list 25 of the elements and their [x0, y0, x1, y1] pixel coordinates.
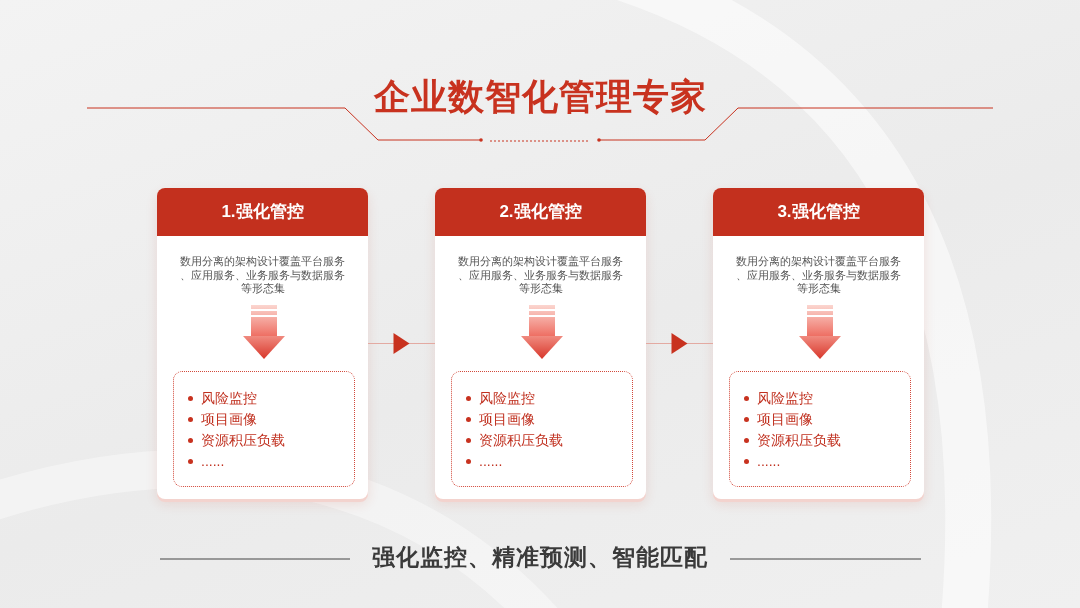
list-item: 风险监控	[479, 388, 535, 408]
list-item: ......	[757, 451, 781, 471]
description-text: 数用分离的架构设计覆盖平台服务、应用服务、业务服务与数据服务等形态集	[453, 255, 628, 296]
card-header: 3.强化管控	[713, 188, 924, 236]
list-item: 项目画像	[757, 409, 813, 429]
chevron-arrow	[645, 333, 714, 354]
process-card	[157, 188, 368, 499]
chevron-arrow	[367, 333, 436, 354]
slide-title: 企业数智化管理专家	[373, 75, 707, 119]
description-text: 数用分离的架构设计覆盖平台服务、应用服务、业务服务与数据服务等形态集	[175, 255, 350, 296]
card-header: 1.强化管控	[157, 188, 368, 236]
card-header: 2.强化管控	[435, 188, 646, 236]
process-card	[435, 188, 646, 499]
list-item: 资源积压负载	[479, 430, 563, 450]
list-item: 项目画像	[479, 409, 535, 429]
list-item: 风险监控	[201, 388, 257, 408]
description-text: 数用分离的架构设计覆盖平台服务、应用服务、业务服务与数据服务等形态集	[731, 255, 906, 296]
slide-caption: 强化监控、精准预测、智能匹配	[372, 543, 708, 572]
list-item: 资源积压负载	[201, 430, 285, 450]
list-item: 风险监控	[757, 388, 813, 408]
list-item: ......	[479, 451, 503, 471]
process-card	[713, 188, 924, 499]
list-item: 项目画像	[201, 409, 257, 429]
list-item: ......	[201, 451, 225, 471]
list-item: 资源积压负载	[757, 430, 841, 450]
